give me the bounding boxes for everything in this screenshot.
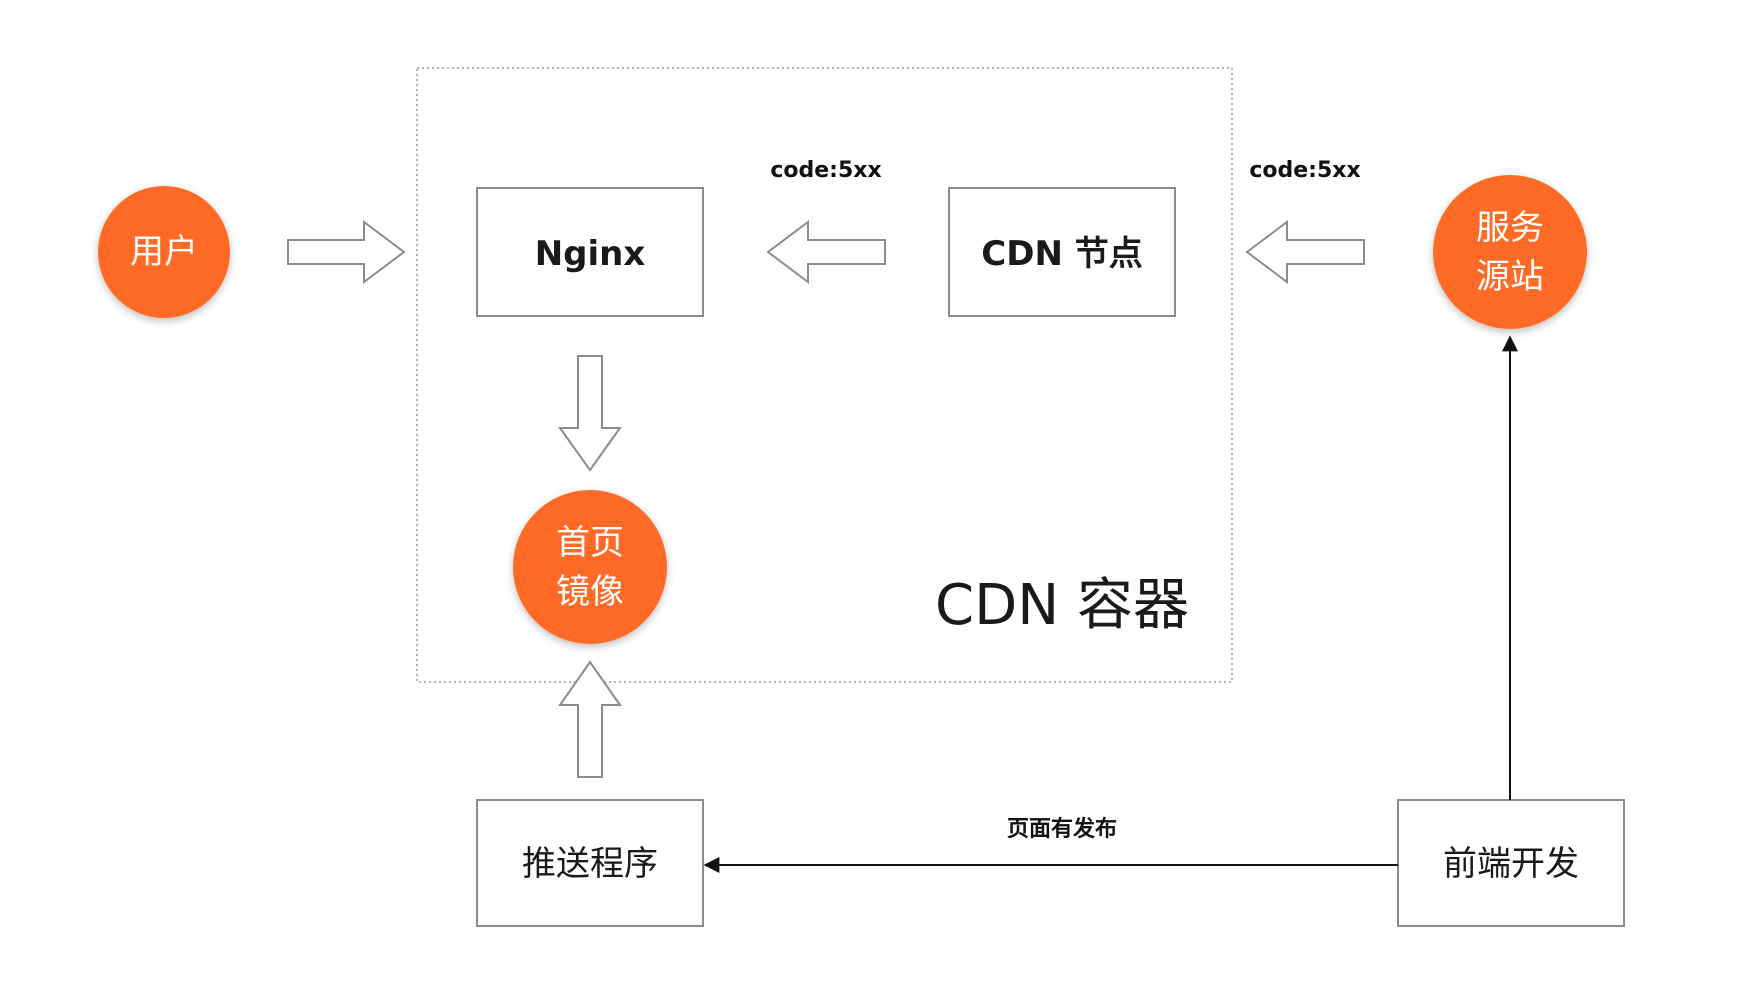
cdn-node: CDN 节点 — [948, 187, 1176, 317]
cdn-node-label: CDN 节点 — [981, 234, 1142, 274]
edge-label-cdn-to-nginx: code:5xx — [770, 158, 881, 183]
nginx-node-label: Nginx — [535, 234, 646, 274]
origin-node-label-line1: 服务 — [1476, 208, 1544, 248]
origin-node-label-line2: 源站 — [1476, 257, 1544, 297]
push-program-label: 推送程序 — [522, 844, 658, 884]
edge-label-origin-to-cdn: code:5xx — [1249, 158, 1360, 183]
home-mirror-label-line2: 镜像 — [556, 572, 624, 612]
arrow-origin-to-cdn — [1245, 220, 1365, 284]
home-mirror-label-line1: 首页 — [556, 523, 624, 563]
arrow-nginx-to-mirror — [558, 355, 622, 472]
user-node: 用户 — [98, 186, 230, 318]
home-mirror-node: 首页 镜像 — [513, 490, 667, 644]
cdn-container: CDN 容器 — [416, 67, 1233, 683]
push-program-node: 推送程序 — [476, 799, 704, 927]
arrow-cdn-to-nginx — [766, 220, 886, 284]
edge-label-frontend-to-push: 页面有发布 — [1007, 816, 1117, 842]
cdn-container-label: CDN 容器 — [935, 573, 1189, 638]
arrow-user-to-nginx — [287, 220, 406, 284]
nginx-node: Nginx — [476, 187, 704, 317]
frontend-dev-node: 前端开发 — [1397, 799, 1625, 927]
origin-node: 服务 源站 — [1433, 175, 1587, 329]
frontend-dev-label: 前端开发 — [1443, 844, 1579, 884]
user-node-label: 用户 — [130, 232, 198, 272]
arrow-push-to-mirror — [558, 660, 622, 778]
